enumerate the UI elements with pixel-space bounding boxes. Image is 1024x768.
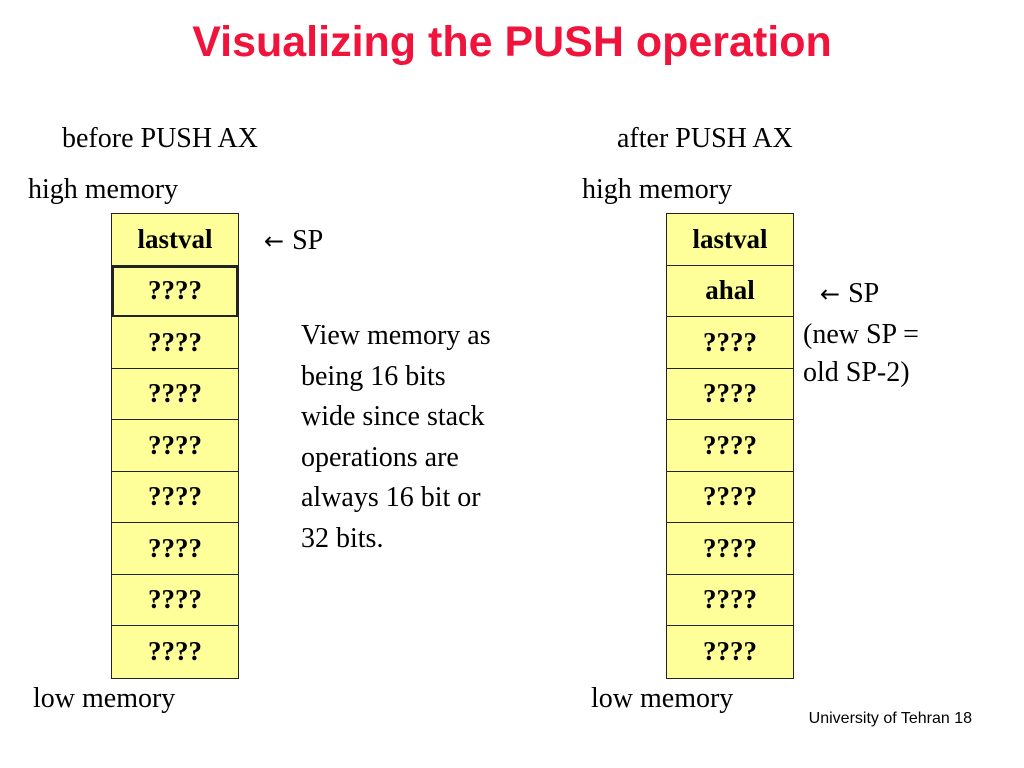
after-low-memory-label: low memory <box>591 683 734 714</box>
note-line: wide since stack <box>301 401 485 432</box>
after-stack: lastval ahal ???? ???? ???? ???? ???? ??… <box>666 213 794 679</box>
before-sp-label: SP <box>292 225 324 256</box>
before-stack-cell: ???? <box>112 265 238 317</box>
after-stack-cell: ???? <box>667 368 793 420</box>
before-stack: lastval ???? ???? ???? ???? ???? ???? ??… <box>111 213 239 679</box>
note-line: being 16 bits <box>301 360 446 392</box>
before-high-memory-label: high memory <box>28 174 179 205</box>
note-line: operations are <box>301 441 459 473</box>
before-stack-cell: ???? <box>112 574 238 626</box>
after-stack-cell: ???? <box>667 471 793 523</box>
after-stack-cell: ???? <box>667 574 793 626</box>
before-stack-cell: ???? <box>112 523 238 575</box>
after-stack-cell: ???? <box>667 626 793 678</box>
before-caption: before PUSH AX <box>62 123 258 154</box>
before-stack-cell: lastval <box>112 214 238 266</box>
note-line: 32 bits. <box>301 522 384 554</box>
footer-text: University of Tehran 18 <box>808 710 972 727</box>
after-stack-cell: ???? <box>667 420 793 472</box>
before-stack-cell: ???? <box>112 317 238 369</box>
after-sp-note-line2: old SP-2) <box>803 357 910 388</box>
note-line: View memory as <box>301 320 491 351</box>
after-sp-note-line1: (new SP = <box>803 319 919 350</box>
note-line: always 16 bit or <box>301 482 481 513</box>
after-stack-cell: ???? <box>667 317 793 369</box>
before-stack-cell: ???? <box>112 420 238 472</box>
after-high-memory-label: high memory <box>582 174 733 205</box>
explanation-note: View memory as being 16 bits wide since … <box>301 316 491 559</box>
after-stack-cell: ???? <box>667 523 793 575</box>
before-stack-cell: ???? <box>112 626 238 678</box>
after-caption: after PUSH AX <box>617 123 793 154</box>
after-stack-cell: lastval <box>667 214 793 266</box>
slide-title: Visualizing the PUSH operation <box>192 18 832 66</box>
before-stack-cell: ???? <box>112 471 238 523</box>
after-sp-label: SP <box>848 278 880 309</box>
after-stack-cell: ahal <box>667 265 793 317</box>
before-low-memory-label: low memory <box>33 683 176 714</box>
before-stack-cell: ???? <box>112 368 238 420</box>
left-arrow-icon: ← <box>264 227 285 255</box>
after-sp-pointer: ←SP <box>820 277 879 311</box>
before-sp-pointer: ←SP <box>264 224 323 258</box>
left-arrow-icon: ← <box>820 280 841 308</box>
